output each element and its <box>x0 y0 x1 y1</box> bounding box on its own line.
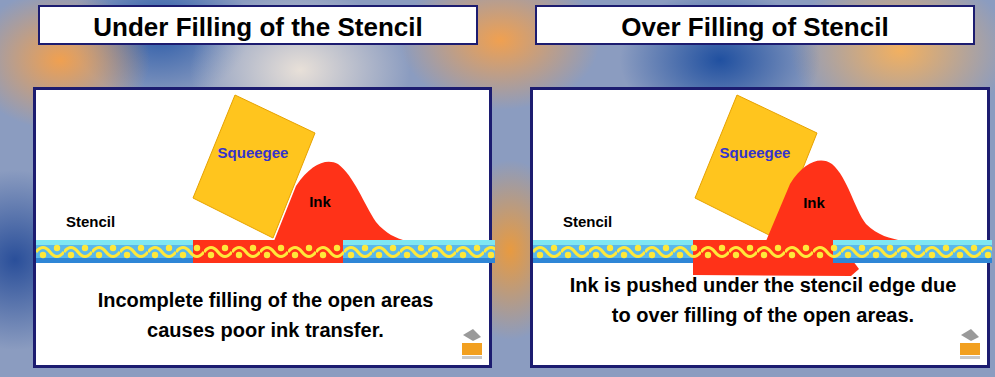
label-text: Incomplete filling of the open areas cau… <box>68 285 463 345</box>
ink-bead-outline <box>266 156 406 241</box>
logo-mark <box>459 327 485 361</box>
label-text: Under Filling of the Stencil <box>93 12 422 43</box>
label-text: Squeegee <box>720 144 791 162</box>
label-text: Over Filling of Stencil <box>621 12 888 43</box>
ink-bead-outline <box>758 156 903 241</box>
content-panel: Ink is pushed under the stencil edge due… <box>530 87 990 368</box>
stencil-mesh: Stencil <box>36 205 495 280</box>
content-panel: Incomplete filling of the open areas cau… <box>33 87 492 368</box>
logo-mark <box>957 327 983 361</box>
label-text: Squeegee <box>218 144 289 162</box>
ink-bead: Ink <box>758 156 903 241</box>
label-text: Ink <box>803 194 825 212</box>
title-box: Over Filling of Stencil <box>535 5 975 45</box>
label-text: Stencil <box>66 213 115 231</box>
label-text: Ink <box>309 193 331 211</box>
ink-bead: Ink <box>266 156 406 241</box>
title-box: Under Filling of the Stencil <box>38 5 478 45</box>
stencil-mesh: Stencil <box>533 205 993 280</box>
label-text: Ink is pushed under the stencil edge due… <box>563 270 963 330</box>
label-text: Stencil <box>563 213 612 231</box>
